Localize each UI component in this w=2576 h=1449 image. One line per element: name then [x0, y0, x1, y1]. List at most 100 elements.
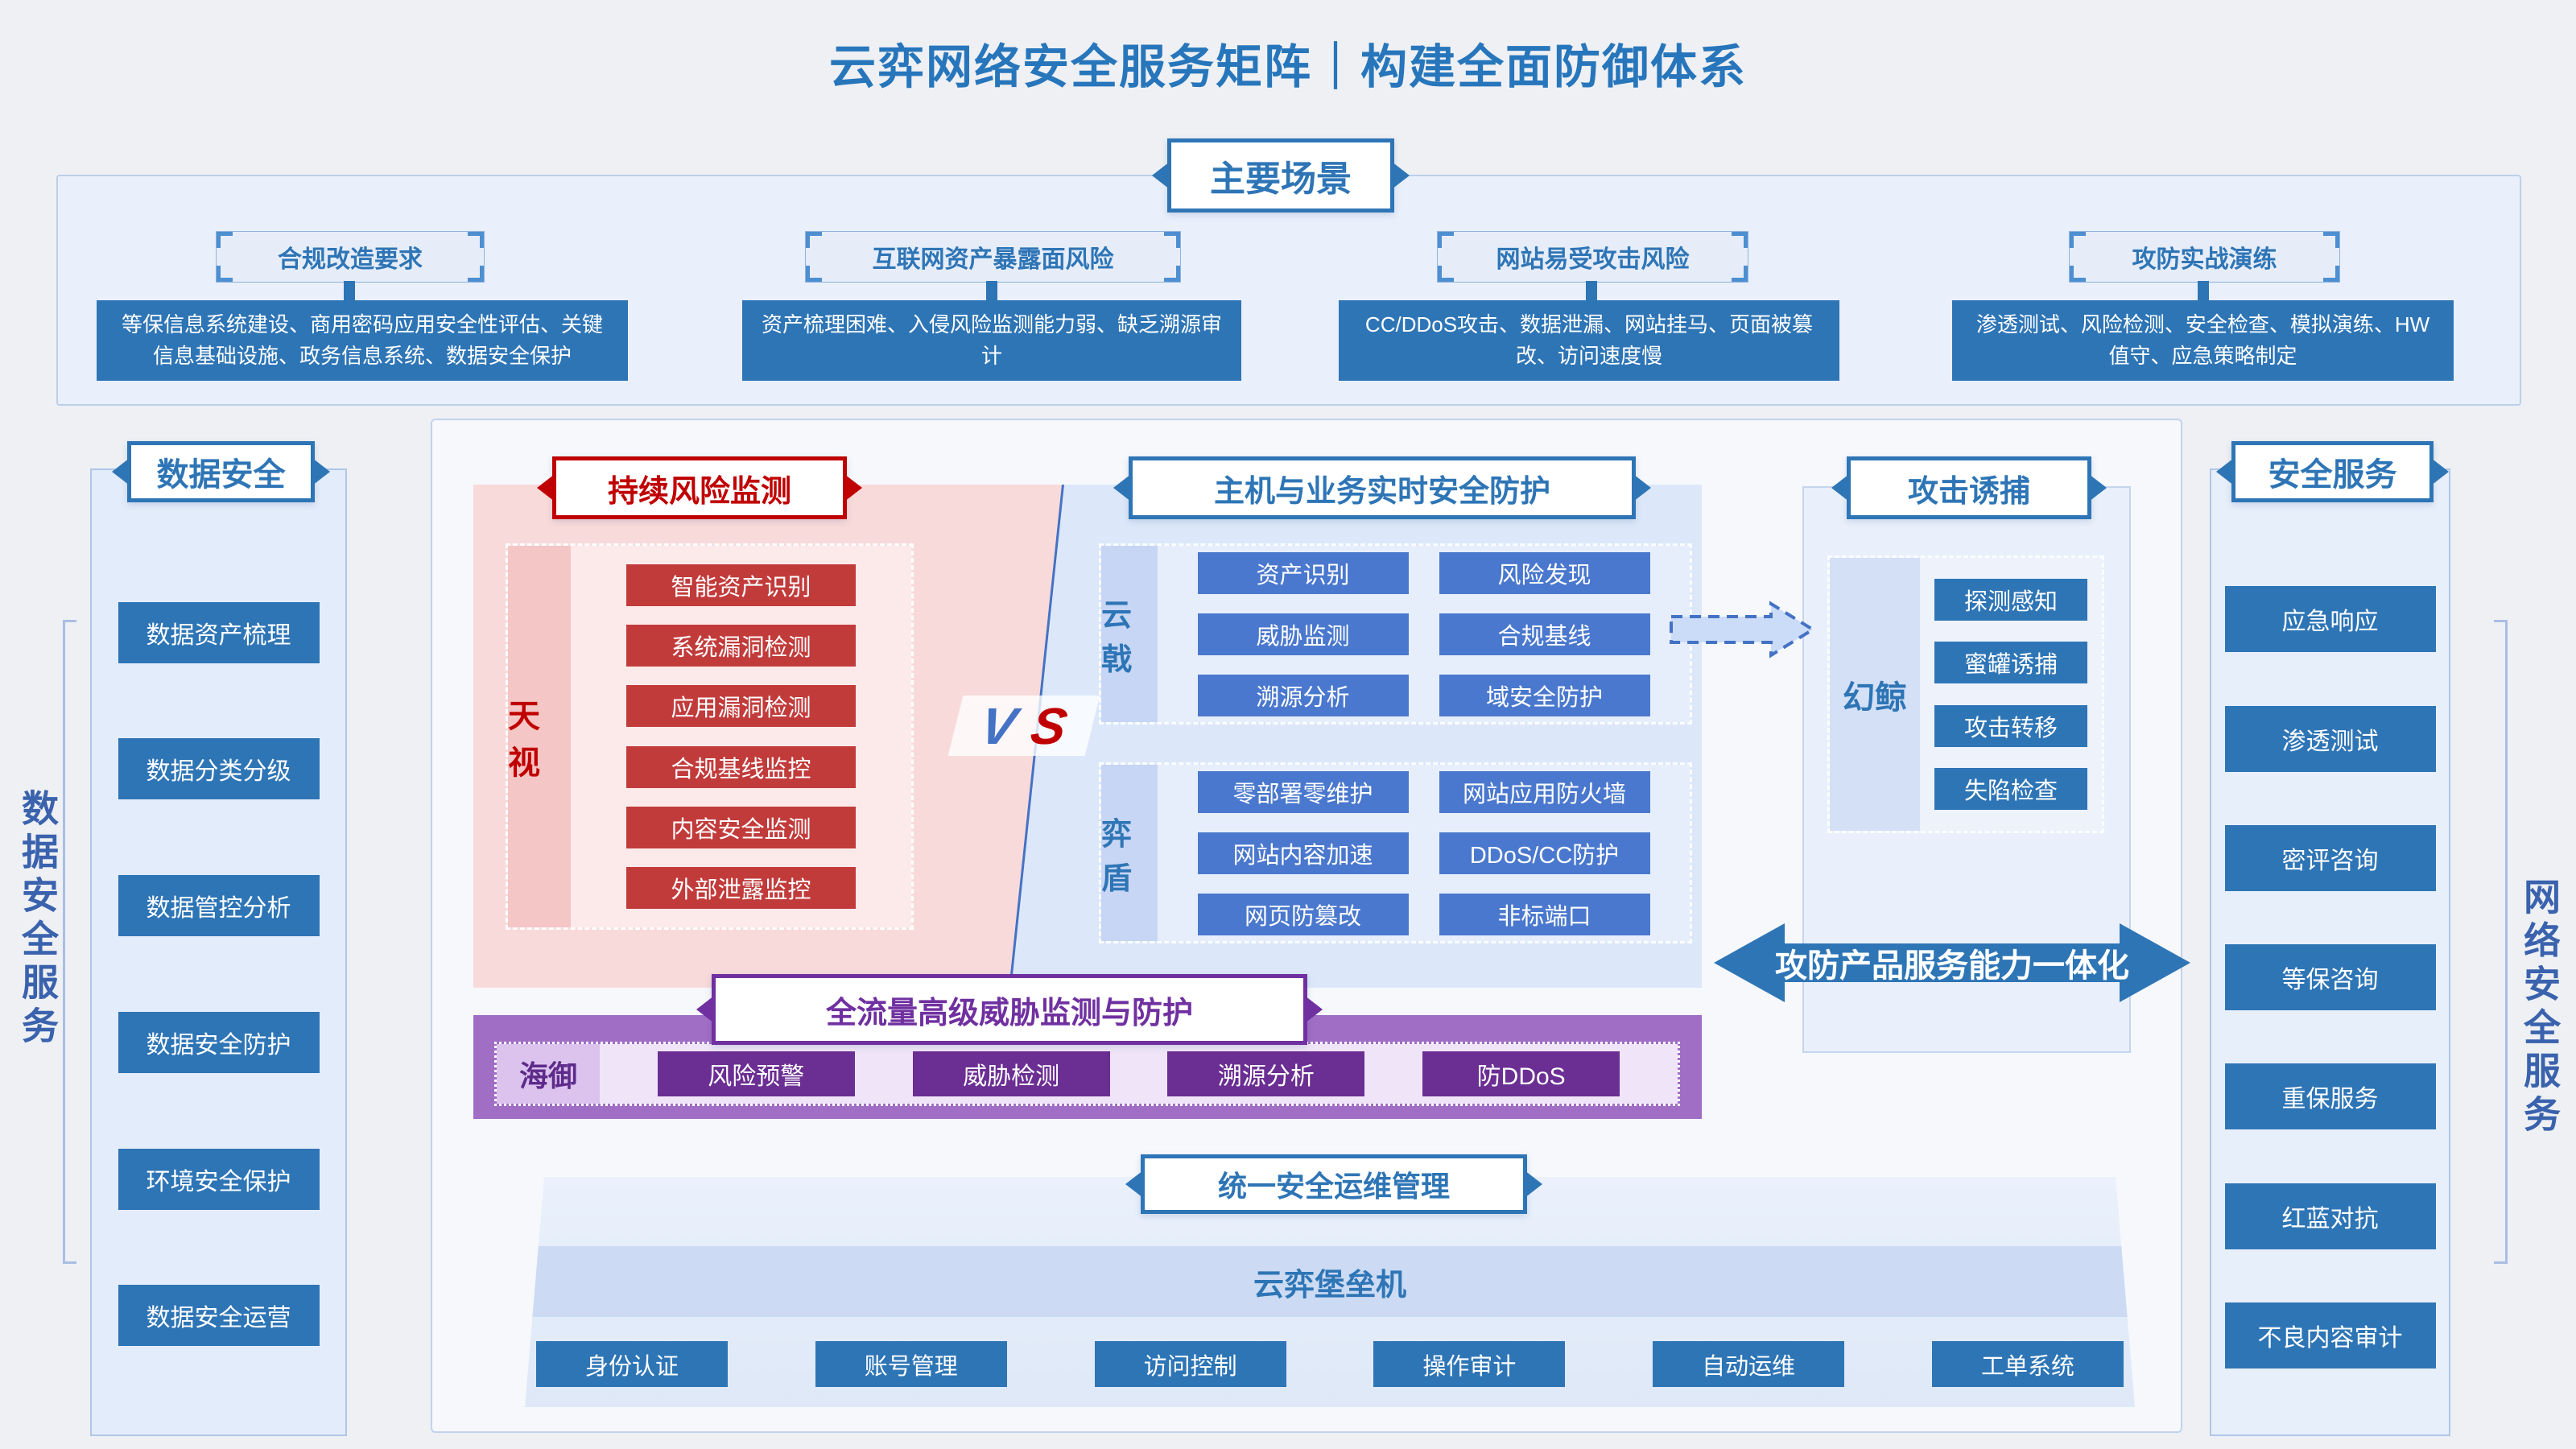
scenarios-header: 主要场景	[1210, 159, 1352, 199]
host-protection-header: 主机与业务实时安全防护	[1213, 474, 1550, 509]
traffic-protection-item: 风险预警	[657, 1051, 855, 1096]
scenario-desc: 等保信息系统建设、商用密码应用安全性评估、关键信息基础设施、政务信息系统、数据安…	[97, 300, 628, 381]
scenario-label: 合规改造要求	[216, 231, 485, 283]
scenario-label: 互联网资产暴露面风险	[805, 231, 1181, 283]
integration-arrow-label: 攻防产品服务能力一体化	[1775, 948, 2129, 984]
security-service-item: 渗透测试	[2224, 705, 2436, 772]
scenario-desc: 渗透测试、风险检测、安全检查、模拟演练、HW值守、应急策略制定	[1952, 300, 2454, 381]
haiyu-product-group: 海御 风险预警 威胁检测 溯源分析 防DDoS	[494, 1042, 1680, 1106]
banner-arrow-left-icon	[537, 474, 555, 502]
ops-item: 操作审计	[1373, 1341, 1565, 1387]
data-security-header: 数据安全	[156, 457, 286, 493]
haiyu-capabilities: 风险预警 威胁检测 溯源分析 防DDoS	[600, 1044, 1678, 1104]
host-protection-item: 资产识别	[1197, 551, 1409, 594]
haiyu-product-name: 海御	[497, 1044, 600, 1104]
yunji-capabilities: 资产识别 风险发现 威胁监测 合规基线 溯源分析 域安全防护	[1158, 546, 1690, 722]
host-protection-item: 合规基线	[1439, 613, 1650, 655]
bastion-host-band: 云弈堡垒机	[525, 1246, 2135, 1317]
ops-management-header: 统一安全运维管理	[1217, 1170, 1450, 1203]
right-bracket	[2494, 620, 2508, 1264]
risk-monitoring-item: 外部泄露监控	[626, 866, 856, 909]
security-services-list: 应急响应 渗透测试 密评咨询 等保咨询 重保服务 红蓝对抗 不良内容审计	[2211, 533, 2449, 1422]
ops-buttons-row: 身份认证 账号管理 访问控制 操作审计 自动运维 工单系统	[536, 1341, 2124, 1387]
huanjing-product-name: 幻鲸	[1830, 558, 1920, 831]
data-security-item: 数据安全运营	[118, 1285, 320, 1347]
double-arrow-icon	[1714, 923, 2190, 1002]
yidun-product-name: 弈盾	[1101, 765, 1158, 941]
host-protection-item: 威胁监测	[1197, 613, 1409, 655]
host-protection-item: 零部署零维护	[1197, 770, 1409, 813]
banner-arrow-right-icon	[1392, 162, 1410, 189]
host-protection-item: 溯源分析	[1197, 674, 1409, 716]
banner-arrow-right-icon	[1305, 996, 1323, 1023]
security-service-item: 红蓝对抗	[2224, 1183, 2436, 1249]
traffic-protection-item: 威胁检测	[912, 1051, 1110, 1096]
data-security-item: 数据分类分级	[118, 738, 320, 800]
data-security-panel: 数据资产梳理 数据分类分级 数据管控分析 数据安全防护 环境安全保护 数据安全运…	[90, 469, 347, 1436]
connector-stem	[344, 281, 355, 300]
huanjing-product-group: 幻鲸 探测感知 蜜罐诱捕 攻击转移 失陷检查	[1827, 555, 2104, 833]
host-protection-item: 网页防篡改	[1197, 893, 1409, 935]
ops-item: 身份认证	[536, 1341, 728, 1387]
traffic-protection-header: 全流量高级威胁监测与防护	[825, 996, 1193, 1030]
security-services-side-label: 网络安全服务	[2519, 877, 2561, 1138]
attack-trapping-banner: 攻击诱捕	[1831, 456, 2107, 519]
scenario-desc: 资产梳理困难、入侵风险监测能力弱、缺乏溯源审计	[742, 300, 1241, 381]
host-protection-item: 域安全防护	[1439, 674, 1650, 716]
host-protection-item: 网站应用防火墙	[1439, 770, 1650, 813]
host-protection-item: 网站内容加速	[1197, 832, 1409, 874]
security-service-item: 重保服务	[2224, 1063, 2436, 1130]
host-protection-banner: 主机与业务实时安全防护	[1113, 456, 1651, 519]
traffic-protection-item: 防DDoS	[1422, 1051, 1620, 1096]
risk-monitoring-header: 持续风险监测	[607, 474, 791, 509]
ops-item: 工单系统	[1932, 1341, 2124, 1387]
host-protection-item: DDoS/CC防护	[1439, 832, 1650, 874]
attack-trapping-item: 失陷检查	[1934, 767, 2087, 810]
security-service-item: 等保咨询	[2224, 944, 2436, 1010]
banner-arrow-right-icon	[1633, 474, 1651, 502]
yidun-capabilities: 零部署零维护 网站应用防火墙 网站内容加速 DDoS/CC防护 网页防篡改 非标…	[1158, 765, 1690, 941]
risk-monitoring-banner: 持续风险监测	[537, 456, 862, 519]
security-service-item: 不良内容审计	[2224, 1302, 2436, 1368]
traffic-protection-item: 溯源分析	[1167, 1051, 1365, 1096]
ops-management-panel: 云弈堡垒机 身份认证 账号管理 访问控制 操作审计 自动运维 工单系统	[525, 1177, 2135, 1407]
scenarios-banner: 主要场景	[1152, 138, 1410, 213]
huanjing-capabilities: 探测感知 蜜罐诱捕 攻击转移 失陷检查	[1920, 558, 2102, 831]
yunji-product-name: 云戟	[1101, 546, 1158, 722]
risk-monitoring-item: 系统漏洞检测	[626, 625, 856, 667]
host-protection-item: 风险发现	[1439, 551, 1650, 594]
banner-arrow-right-icon	[1525, 1170, 1542, 1198]
data-security-banner: 数据安全	[112, 441, 330, 502]
data-security-item: 数据管控分析	[118, 875, 320, 937]
banner-arrow-left-icon	[1125, 1170, 1143, 1198]
banner-arrow-left-icon	[1152, 162, 1170, 189]
attack-trapping-header: 攻击诱捕	[1907, 474, 2030, 509]
versus-v: V	[976, 696, 1022, 755]
dashed-flow-arrow-icon	[1670, 601, 1816, 658]
page-title: 云弈网络安全服务矩阵｜构建全面防御体系	[828, 41, 1747, 93]
connector-stem	[2198, 281, 2209, 300]
banner-arrow-right-icon	[2431, 458, 2449, 485]
security-services-header: 安全服务	[2268, 457, 2397, 493]
tianshi-product-group: 天视 智能资产识别 系统漏洞检测 应用漏洞检测 合规基线监控 内容安全监测 外部…	[506, 543, 914, 930]
attack-trapping-item: 探测感知	[1934, 579, 2087, 621]
banner-arrow-right-icon	[844, 474, 862, 502]
scenario-label: 攻防实战演练	[2069, 231, 2340, 283]
connector-stem	[986, 281, 997, 300]
banner-arrow-left-icon	[1113, 474, 1131, 502]
versus-s: S	[1026, 696, 1072, 755]
banner-arrow-left-icon	[112, 458, 130, 485]
data-security-item: 环境安全保护	[118, 1148, 320, 1210]
integration-arrow: 攻防产品服务能力一体化	[1714, 922, 2190, 1004]
risk-monitoring-item: 智能资产识别	[626, 564, 856, 607]
data-security-item: 数据安全防护	[118, 1011, 320, 1073]
core-products-panel: 天视 智能资产识别 系统漏洞检测 应用漏洞检测 合规基线监控 内容安全监测 外部…	[431, 419, 2190, 1433]
yunji-product-group: 云戟 资产识别 风险发现 威胁监测 合规基线 溯源分析 域安全防护	[1099, 543, 1692, 724]
banner-arrow-left-icon	[1831, 474, 1849, 502]
tianshi-product-name: 天视	[508, 546, 571, 927]
security-service-item: 密评咨询	[2224, 824, 2436, 891]
scenario-desc: CC/DDoS攻击、数据泄漏、网站挂马、页面被篡改、访问速度慢	[1339, 300, 1839, 381]
banner-arrow-right-icon	[2089, 474, 2107, 502]
risk-monitoring-item: 内容安全监测	[626, 806, 856, 848]
